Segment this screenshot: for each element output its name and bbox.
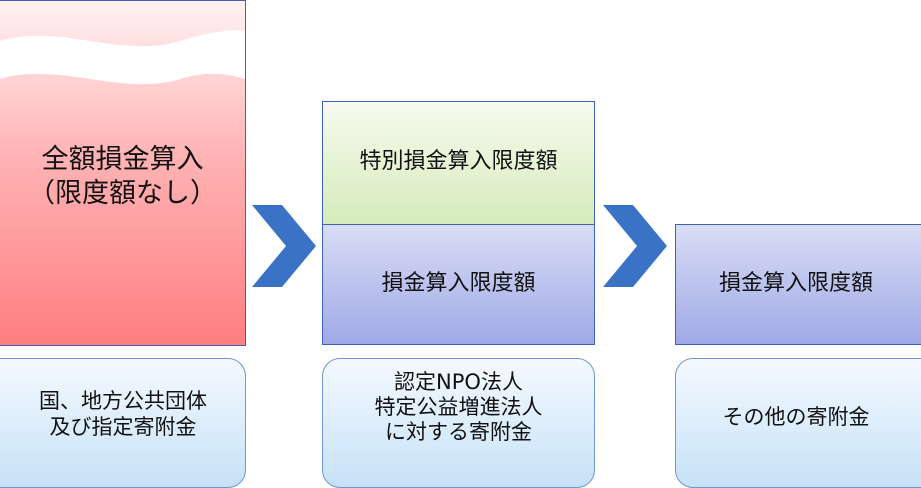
category-other-label: その他の寄附金: [722, 405, 870, 429]
full-deduction-line-2: （限度額なし）: [28, 177, 217, 209]
full-deduction-label: 全額損金算入 （限度額なし）: [0, 143, 245, 211]
category-government-line-1: 国、地方公共団体: [39, 389, 207, 413]
break-wave-icon: [0, 30, 245, 85]
other-limit-block: 損金算入限度額: [675, 224, 921, 345]
ordinary-limit-block: 損金算入限度額: [322, 224, 595, 345]
category-npo-line-1: 認定NPO法人: [394, 370, 523, 394]
category-npo-line-3: に対する寄附金: [385, 420, 532, 445]
category-npo: 認定NPO法人 特定公益増進法人 に対する寄附金: [322, 358, 595, 488]
category-other: その他の寄附金: [675, 358, 921, 488]
category-government-line-2: 及び指定寄附金: [49, 415, 197, 440]
chevron-right-icon: [252, 205, 316, 287]
ordinary-limit-label: 損金算入限度額: [381, 271, 536, 296]
category-npo-line-2: 特定公益増進法人: [374, 395, 543, 420]
full-deduction-block: 全額損金算入 （限度額なし）: [0, 0, 246, 346]
chevron-right-icon: [603, 205, 667, 287]
special-limit-label: 特別損金算入限度額: [359, 149, 558, 174]
category-government-label: 国、地方公共団体 及び指定寄附金: [1, 388, 245, 441]
special-limit-block: 特別損金算入限度額: [322, 101, 595, 225]
category-npo-label: 認定NPO法人 特定公益増進法人 に対する寄附金: [323, 370, 594, 446]
category-government: 国、地方公共団体 及び指定寄附金: [0, 358, 246, 488]
full-deduction-line-1: 全額損金算入: [41, 144, 204, 175]
other-limit-label: 損金算入限度額: [718, 271, 873, 296]
